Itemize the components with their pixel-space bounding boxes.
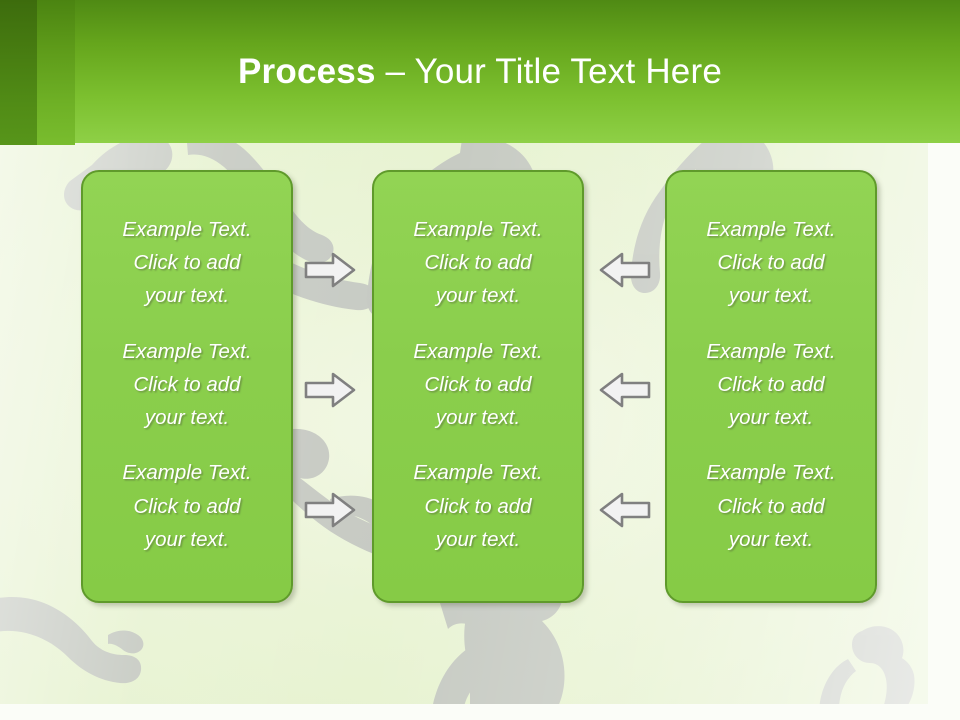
process-box-left-text-1[interactable]: Example Text. Click to add your text. bbox=[122, 218, 252, 308]
arrow-right-row-3-icon[interactable] bbox=[303, 490, 357, 530]
header-band-main bbox=[75, 0, 960, 143]
process-box-left-text-2[interactable]: Example Text. Click to add your text. bbox=[122, 339, 252, 430]
slide-header: Process – Your Title Text Here bbox=[0, 0, 960, 145]
process-box-left[interactable]: Example Text. Click to add your text. Ex… bbox=[81, 170, 293, 603]
process-box-middle[interactable]: Example Text. Click to add your text. Ex… bbox=[372, 170, 584, 603]
process-box-middle-text-2[interactable]: Example Text. Click to add your text. bbox=[413, 339, 543, 430]
arrow-left-row-3-icon[interactable] bbox=[598, 490, 652, 530]
arrow-left-row-2-icon[interactable] bbox=[598, 370, 652, 410]
arrow-right-row-2-icon[interactable] bbox=[303, 370, 357, 410]
page-title-bold: Process bbox=[238, 51, 386, 91]
process-box-right-text-1[interactable]: Example Text. Click to add your text. bbox=[706, 218, 836, 308]
process-box-left-text-3[interactable]: Example Text. Click to add your text. bbox=[122, 461, 252, 551]
process-box-middle-text-1[interactable]: Example Text. Click to add your text. bbox=[413, 218, 543, 308]
page-title-rest: – Your Title Text Here bbox=[385, 51, 722, 91]
arrow-right-row-1-icon[interactable] bbox=[303, 250, 357, 290]
arrow-left-row-1-icon[interactable] bbox=[598, 250, 652, 290]
process-box-right-text-3[interactable]: Example Text. Click to add your text. bbox=[706, 461, 836, 551]
process-box-right-text-2[interactable]: Example Text. Click to add your text. bbox=[706, 339, 836, 430]
header-band-dark bbox=[0, 0, 37, 145]
header-band-middle bbox=[37, 0, 75, 145]
slide-edge-trim-bottom bbox=[0, 704, 960, 720]
process-box-right[interactable]: Example Text. Click to add your text. Ex… bbox=[665, 170, 877, 603]
page-title: Process – Your Title Text Here bbox=[0, 0, 960, 143]
slide-edge-trim-right bbox=[928, 143, 960, 704]
process-box-middle-text-3[interactable]: Example Text. Click to add your text. bbox=[413, 461, 543, 551]
